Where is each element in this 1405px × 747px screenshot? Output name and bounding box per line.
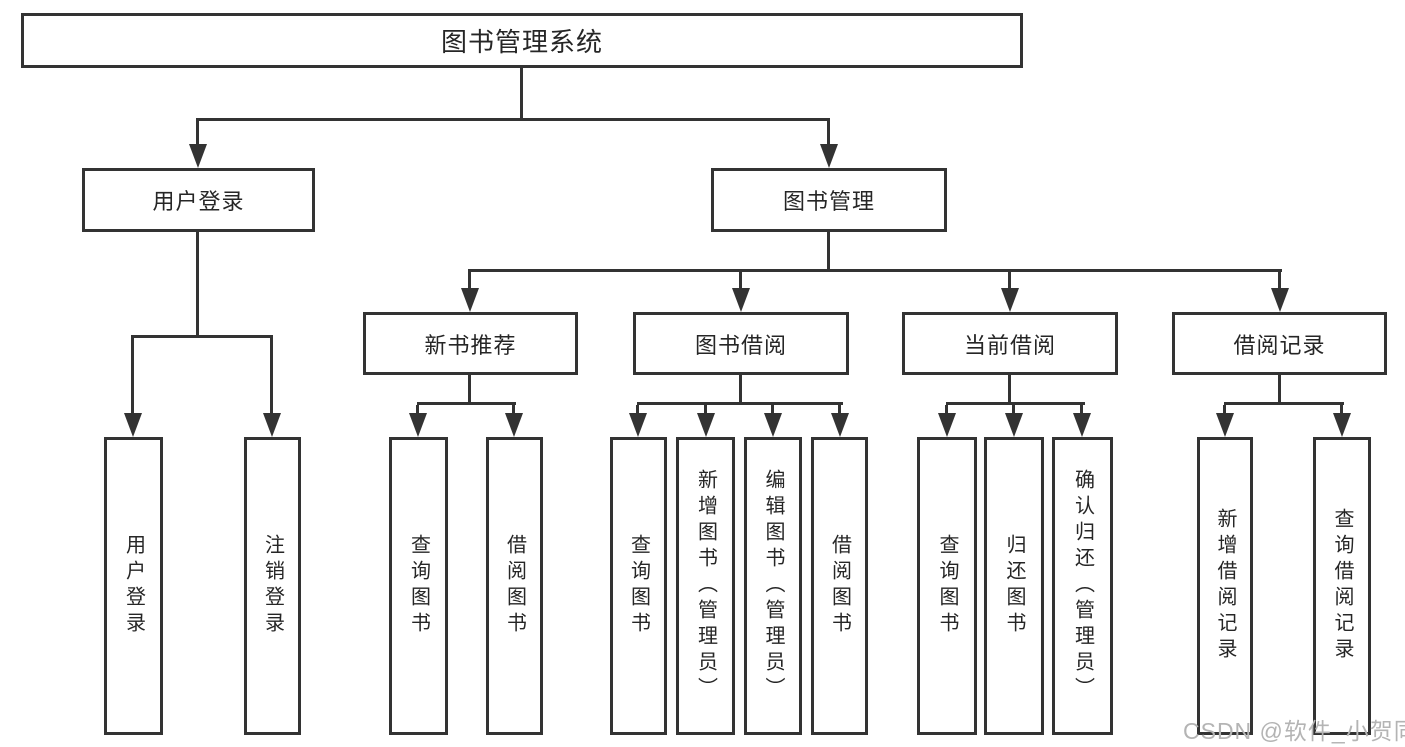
connector-line [1008, 272, 1011, 289]
connector-arrow-down-icon [1216, 413, 1234, 437]
connector-line [196, 232, 199, 337]
connector-line [827, 121, 830, 147]
connector-line [1008, 375, 1011, 404]
connector-line [636, 405, 639, 414]
connector-line [468, 269, 1282, 272]
connector-line [827, 232, 830, 271]
connector-line [838, 405, 841, 414]
leaf-logout: 注销登录 [244, 437, 301, 735]
connector-arrow-down-icon [831, 413, 849, 437]
connector-arrow-down-icon [764, 413, 782, 437]
connector-line [1278, 375, 1281, 404]
leaf-confirm-return-admin: 确认归还（管理员） [1052, 437, 1113, 735]
connector-line [196, 121, 199, 147]
connector-arrow-down-icon [409, 413, 427, 437]
node-book-borrow: 图书借阅 [633, 312, 849, 375]
connector-line [131, 335, 273, 338]
connector-arrow-down-icon [1005, 413, 1023, 437]
connector-line [739, 375, 742, 404]
connector-arrow-down-icon [189, 144, 207, 168]
connector-line [520, 68, 523, 121]
connector-line [131, 338, 134, 415]
leaf-add-borrow-record: 新增借阅记录 [1197, 437, 1253, 735]
connector-line [417, 402, 516, 405]
connector-arrow-down-icon [124, 413, 142, 437]
connector-line [771, 405, 774, 414]
node-current-borrow: 当前借阅 [902, 312, 1118, 375]
leaf-add-book-admin: 新增图书（管理员） [676, 437, 735, 735]
connector-arrow-down-icon [1333, 413, 1351, 437]
connector-arrow-down-icon [629, 413, 647, 437]
connector-arrow-down-icon [1271, 288, 1289, 312]
connector-line [945, 405, 948, 414]
connector-line [196, 118, 830, 121]
connector-line [1223, 405, 1226, 414]
connector-arrow-down-icon [732, 288, 750, 312]
node-user-login: 用户登录 [82, 168, 315, 232]
connector-arrow-down-icon [938, 413, 956, 437]
leaf-return-books: 归还图书 [984, 437, 1044, 735]
connector-line [1278, 272, 1281, 289]
connector-arrow-down-icon [1001, 288, 1019, 312]
connector-arrow-down-icon [505, 413, 523, 437]
leaf-user-login: 用户登录 [104, 437, 163, 735]
connector-arrow-down-icon [820, 144, 838, 168]
leaf-query-borrow-record: 查询借阅记录 [1313, 437, 1371, 735]
connector-line [1012, 405, 1015, 414]
connector-arrow-down-icon [1073, 413, 1091, 437]
connector-line [270, 338, 273, 415]
connector-line [512, 405, 515, 414]
connector-line [468, 272, 471, 289]
connector-arrow-down-icon [263, 413, 281, 437]
connector-line [637, 402, 843, 405]
connector-line [1224, 402, 1344, 405]
connector-line [739, 272, 742, 289]
connector-line [704, 405, 707, 414]
connector-arrow-down-icon [697, 413, 715, 437]
connector-line [1080, 405, 1083, 414]
connector-line [1340, 405, 1343, 414]
leaf-borrow-books-recommend: 借阅图书 [486, 437, 543, 735]
leaf-query-books-borrow: 查询图书 [610, 437, 667, 735]
node-new-book-recommend: 新书推荐 [363, 312, 578, 375]
node-book-management: 图书管理 [711, 168, 947, 232]
leaf-edit-book-admin: 编辑图书（管理员） [744, 437, 802, 735]
connector-arrow-down-icon [461, 288, 479, 312]
leaf-query-books-recommend: 查询图书 [389, 437, 448, 735]
connector-line [946, 402, 1085, 405]
connector-line [416, 405, 419, 414]
leaf-query-books-current: 查询图书 [917, 437, 977, 735]
csdn-watermark: CSDN @软件_小贺同学 [1183, 718, 1405, 744]
connector-line [468, 375, 471, 404]
leaf-borrow-books-borrow: 借阅图书 [811, 437, 868, 735]
node-root-system: 图书管理系统 [21, 13, 1023, 68]
node-borrow-records: 借阅记录 [1172, 312, 1387, 375]
